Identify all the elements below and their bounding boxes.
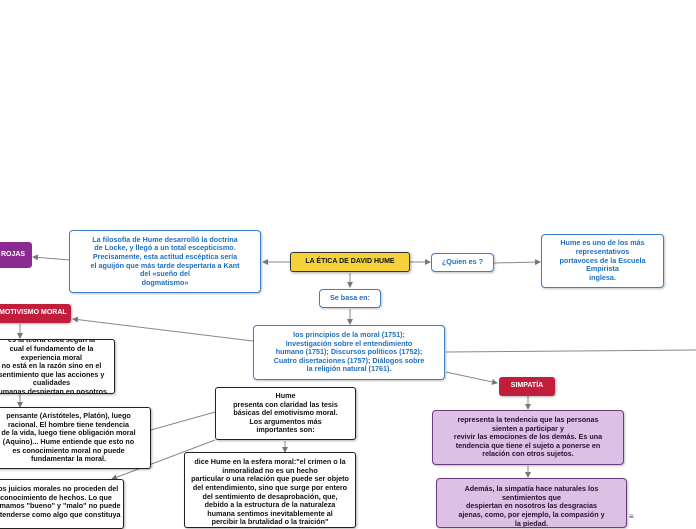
link-presenta-juicios: [111, 439, 216, 481]
ademas-node[interactable]: Además, la simpatía hace naturales los s…: [436, 478, 627, 528]
philosophy-node[interactable]: La filosofía de Hume desarrolló la doctr…: [69, 230, 261, 293]
link-obras-emotivismo: [72, 316, 254, 342]
link-obras-right: [445, 349, 696, 353]
se-basa-node[interactable]: Se basa en:: [319, 289, 381, 308]
empirista-node[interactable]: Hume es uno de los más representativos p…: [541, 234, 664, 288]
menu-icon[interactable]: ≡: [629, 512, 634, 521]
hume-presenta-node[interactable]: Hume presenta con claridad las tesis bás…: [215, 387, 356, 440]
teoria-node[interactable]: es la teoría ética según la cual el fund…: [0, 339, 115, 394]
dice-hume-node[interactable]: dice Hume en la esfera moral:"el crimen …: [184, 452, 356, 528]
works-node[interactable]: los principios de la moral (1751); Inves…: [253, 325, 445, 380]
quien-es-node[interactable]: ¿Quien es ?: [431, 253, 494, 272]
juicios-node[interactable]: Los juicios morales no proceden del cono…: [0, 479, 124, 529]
link-obras-simpatia: [445, 371, 498, 385]
pensante-node[interactable]: pensante (Aristóteles, Platón), luego ra…: [0, 407, 151, 469]
link-pensante-presenta: [150, 411, 216, 431]
representa-node[interactable]: representa la tendencia que las personas…: [432, 410, 624, 465]
central-topic[interactable]: LA ÉTICA DE DAVID HUME: [290, 252, 410, 272]
link-quien-empirista: [493, 259, 541, 266]
link-philosophy-rojas: [32, 254, 71, 261]
emotivismo-label[interactable]: EMOTIVISMO MORAL: [0, 304, 71, 323]
rojas-label[interactable]: ROJAS: [0, 242, 32, 268]
simpatia-label[interactable]: SIMPATÍA: [499, 377, 555, 396]
